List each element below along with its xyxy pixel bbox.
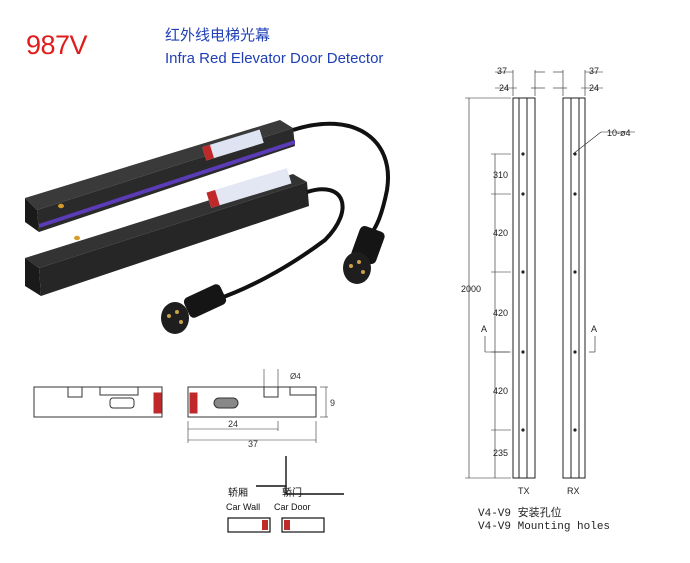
cross-section-drawing: Ø4 9 24 37 bbox=[33, 369, 335, 449]
rx-rail bbox=[562, 97, 586, 479]
installation-sketch: 轿厢 Car Wall 轿门 Car Door bbox=[226, 456, 344, 533]
label-rx: RX bbox=[567, 486, 580, 496]
dim-segment-1: 310 bbox=[493, 170, 508, 180]
dim-segment-3: 420 bbox=[493, 308, 508, 318]
title-english: Infra Red Elevator Door Detector bbox=[165, 50, 384, 67]
car-door-cn: 轿门 bbox=[282, 486, 302, 499]
dim-height: 9 bbox=[330, 398, 335, 408]
car-wall-en: Car Wall bbox=[226, 502, 260, 512]
mounting-note-cn: V4-V9 安装孔位 bbox=[478, 508, 562, 520]
dim-total-height: 2000 bbox=[461, 284, 481, 294]
mounting-note-en: V4-V9 Mounting holes bbox=[478, 521, 611, 533]
mounting-drawing: 37 24 37 24 10-ø4 2000 310 420 420 420 2… bbox=[461, 66, 635, 496]
car-wall-cn: 轿厢 bbox=[228, 486, 248, 499]
hole-callout: 10-ø4 bbox=[607, 128, 631, 138]
dim-top-left: 37 bbox=[497, 66, 507, 76]
dim-top-right-inner: 24 bbox=[589, 83, 599, 93]
cable-front bbox=[214, 187, 345, 302]
profile-right bbox=[187, 369, 328, 443]
dim-segment-4: 420 bbox=[493, 386, 508, 396]
cable-back bbox=[292, 121, 391, 238]
dim-top-right: 37 bbox=[589, 66, 599, 76]
dim-width-inner: 24 bbox=[228, 419, 238, 429]
label-tx: TX bbox=[518, 486, 530, 496]
product-photo bbox=[25, 120, 391, 334]
dim-hole: Ø4 bbox=[290, 372, 301, 381]
section-marker-right: A bbox=[591, 324, 597, 334]
title-chinese: 红外线电梯光幕 bbox=[165, 26, 271, 44]
mounting-holes bbox=[521, 152, 577, 432]
profile-left bbox=[33, 386, 163, 418]
connector-back bbox=[343, 225, 385, 284]
dim-segment-2: 420 bbox=[493, 228, 508, 238]
car-door-en: Car Door bbox=[274, 502, 311, 512]
tx-rail bbox=[512, 97, 536, 479]
dim-segment-5: 235 bbox=[493, 448, 508, 458]
dim-top-left-inner: 24 bbox=[499, 83, 509, 93]
section-marker-left: A bbox=[481, 324, 487, 334]
connector-front bbox=[161, 284, 227, 334]
dim-width-outer: 37 bbox=[248, 439, 258, 449]
detector-bar-front bbox=[25, 168, 309, 296]
detector-bar-back bbox=[25, 120, 295, 232]
model-number: 987V bbox=[26, 30, 88, 60]
